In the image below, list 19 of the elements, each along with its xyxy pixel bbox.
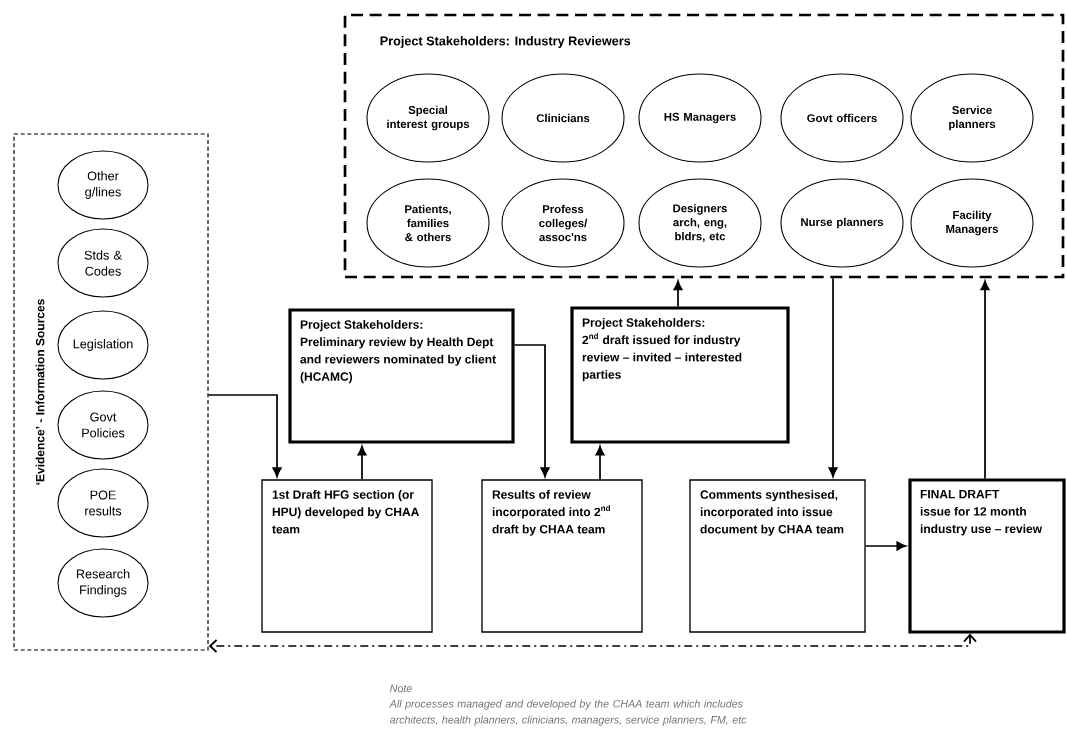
process-box: Results of review incorporated into 2$^{nd}$ draft by CHAA team [481,479,643,633]
arrow [864,541,907,551]
arrow [513,344,550,478]
arrow [207,394,282,478]
arrow [208,633,977,653]
process-box: FINAL DRAFT issue for 12 month industry use – review [908,478,1066,634]
note-text: All processes managed and developed by the CHAA team which includes architects, health planners, clinicians, managers, service planners, FM, etc [389,699,747,726]
process-box: Project Stakeholders: 2$^{nd}$ draft issued for industry review – invited – interested parties [570,306,790,444]
group-title: Project Stakeholders: Industry Reviewers [380,36,631,48]
arrow [357,445,367,481]
arrow [673,280,683,308]
process-box: 1st Draft HFG section (or HPU) developed by CHAA team [261,479,433,633]
arrow [980,280,990,480]
process-box: Project Stakeholders: Preliminary review by Health Dept and reviewers nominated by client (HCAMC) [288,308,515,444]
arrow [828,277,838,478]
process-box: Comments synthesised, incorporated into issue document by CHAA team [689,479,866,633]
note-text: Note [390,684,412,693]
vertical-label: ‘Evidence’ - Information Sources [35,299,45,485]
arrow [595,445,605,481]
